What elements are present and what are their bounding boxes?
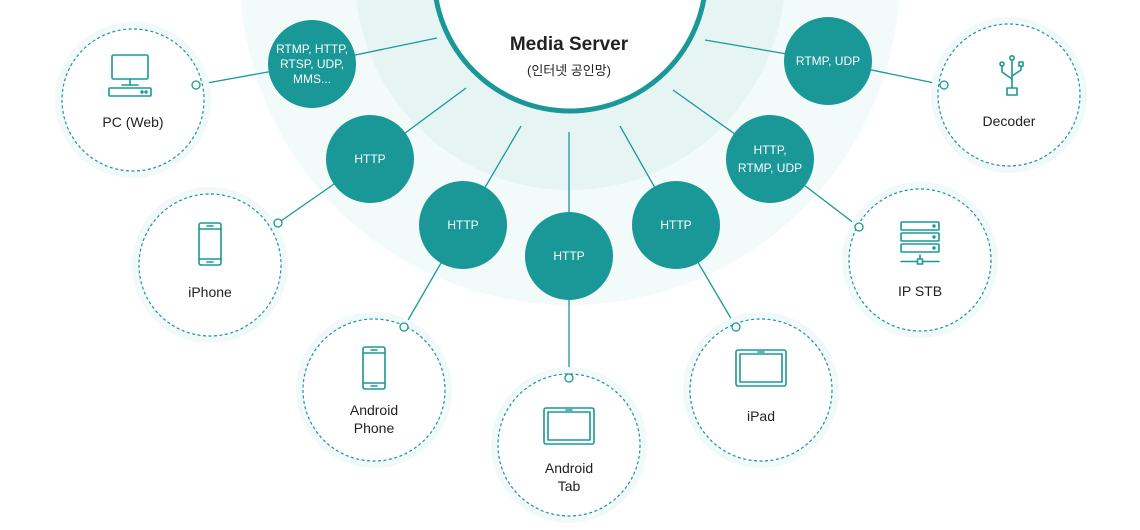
protocol-decoder: RTMP, UDP <box>784 17 872 105</box>
media-server-subtitle: (인터넷 공인망) <box>527 63 611 78</box>
client-circle <box>61 28 205 172</box>
client-label: PC (Web) <box>102 114 163 130</box>
protocol-circle <box>525 212 613 300</box>
client-label: Decoder <box>983 113 1036 129</box>
protocol-label: RTMP, HTTP, <box>276 42 348 56</box>
protocol-android-tab: HTTP <box>525 212 613 300</box>
client-label: iPhone <box>188 284 232 300</box>
protocol-label: HTTP <box>447 218 478 232</box>
protocol-circle <box>419 181 507 269</box>
protocol-android-phone: HTTP <box>419 181 507 269</box>
client-label: iPad <box>747 408 775 424</box>
protocol-label: RTMP, UDP <box>738 161 802 175</box>
protocol-label: RTSP, UDP, <box>280 57 344 71</box>
client-circle <box>497 373 641 517</box>
protocol-ipad: HTTP <box>632 181 720 269</box>
usb-icon <box>999 54 1024 96</box>
connection-dot <box>273 218 283 228</box>
protocol-stb: HTTP, RTMP, UDP <box>726 115 814 203</box>
connection-dot <box>939 80 949 90</box>
protocol-label: RTMP, UDP <box>796 54 860 68</box>
connection-dot <box>191 80 201 90</box>
protocol-circle <box>726 115 814 203</box>
connection-dot <box>854 222 864 232</box>
smartphone-icon <box>198 222 222 266</box>
client-devices: PC (Web)iPhoneAndroidPhoneAndroidTabiPad… <box>55 17 1087 523</box>
protocol-pc: RTMP, HTTP,RTSP, UDP,MMS... <box>268 20 356 108</box>
desktop-pc-icon <box>108 54 152 97</box>
protocol-label: HTTP <box>354 152 385 166</box>
smartphone-icon <box>362 346 386 390</box>
protocol-circle <box>326 115 414 203</box>
client-pc: PC (Web) <box>55 22 211 178</box>
connection-dot <box>731 322 741 332</box>
client-decoder: Decoder <box>931 17 1087 173</box>
client-label: Android <box>545 460 593 476</box>
client-iphone: iPhone <box>132 187 288 343</box>
client-ipad: iPad <box>683 312 839 468</box>
client-circle <box>302 318 446 462</box>
client-label: Phone <box>354 420 395 436</box>
connection-dot <box>399 322 409 332</box>
client-label: Android <box>350 402 398 418</box>
client-label: Tab <box>558 478 581 494</box>
tablet-icon <box>735 349 787 387</box>
media-server-title: Media Server <box>510 34 629 55</box>
server-rack-icon <box>900 221 940 265</box>
client-label: IP STB <box>898 283 942 299</box>
client-stb: IP STB <box>842 182 998 338</box>
protocol-circle <box>784 17 872 105</box>
protocol-circle <box>632 181 720 269</box>
connection-dot <box>564 373 574 383</box>
protocol-label: HTTP <box>553 249 584 263</box>
protocol-circle <box>268 20 356 108</box>
protocol-nodes: RTMP, HTTP,RTSP, UDP,MMS... HTTP HTTP HTTP H… <box>268 17 872 300</box>
media-server-circle <box>433 0 707 114</box>
protocol-iphone: HTTP <box>326 115 414 203</box>
media-server: Media Server (인터넷 공인망) <box>433 0 707 114</box>
tablet-icon <box>543 407 595 445</box>
protocol-label: HTTP, <box>753 143 786 157</box>
protocol-label: HTTP <box>660 218 691 232</box>
protocol-label: MMS... <box>293 72 331 86</box>
client-circle <box>689 318 833 462</box>
client-circle <box>848 188 992 332</box>
